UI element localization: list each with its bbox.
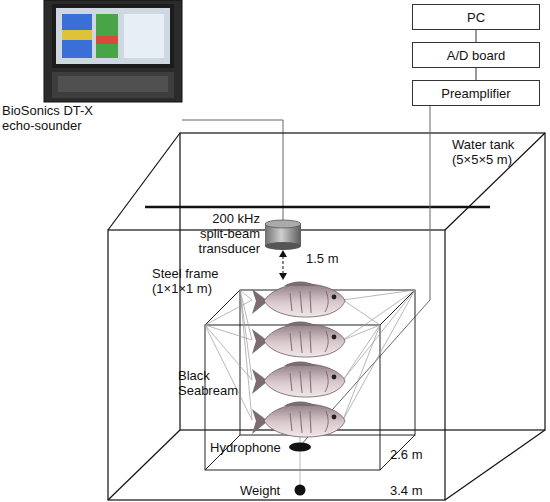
label-holder: Steel frame (1×1×1 m) <box>152 266 234 296</box>
box-text: A/D board <box>447 48 506 63</box>
device-box: Preamplifier <box>412 80 540 106</box>
box-text: PC <box>467 10 485 25</box>
weight-label: Weight <box>240 483 280 498</box>
fish <box>252 282 345 318</box>
range-arrow <box>279 250 287 280</box>
fish <box>252 322 345 358</box>
fish <box>252 402 345 438</box>
tank-label: Water tank (5×5×5 m) <box>452 137 532 167</box>
transducer <box>265 220 301 250</box>
cable <box>182 120 283 224</box>
water-surface <box>145 206 490 209</box>
hydrophone-label: Hydrophone <box>210 440 281 455</box>
connector-line <box>476 68 477 80</box>
dimension-label: 3.4 m <box>390 483 423 498</box>
echo-sounder-photo <box>44 0 182 102</box>
water-tank <box>108 133 545 500</box>
fish <box>252 362 345 398</box>
frame-label: Steel frame (1×1×1 m) <box>152 266 234 296</box>
device-label: BioSonics DT-X echo-sounder <box>2 103 112 133</box>
hydrophone-symbol <box>289 443 311 452</box>
dimension-label: 2.6 m <box>390 447 423 462</box>
device-box: PC <box>412 4 540 30</box>
label-holder: Black Seabream <box>178 368 244 398</box>
label-holder: Weight <box>240 483 300 498</box>
label-holder: 200 kHz split-beam transducer <box>160 211 260 256</box>
label-holder: Hydrophone <box>210 440 290 455</box>
label-holder: Water tank (5×5×5 m) <box>452 137 532 167</box>
dimension-label: 1.5 m <box>306 251 339 266</box>
device-box: A/D board <box>412 42 540 68</box>
connector-line <box>476 30 477 42</box>
box-text: Preamplifier <box>441 86 510 101</box>
label-holder: 1.5 m <box>306 251 356 266</box>
label-holder: 3.4 m <box>390 483 440 498</box>
weight-symbol <box>295 485 306 496</box>
label-holder: BioSonics DT-X echo-sounder <box>2 103 112 133</box>
species-label: Black Seabream <box>178 368 244 398</box>
transducer-label: 200 kHz split-beam transducer <box>184 211 260 256</box>
label-holder: 2.6 m <box>390 447 440 462</box>
